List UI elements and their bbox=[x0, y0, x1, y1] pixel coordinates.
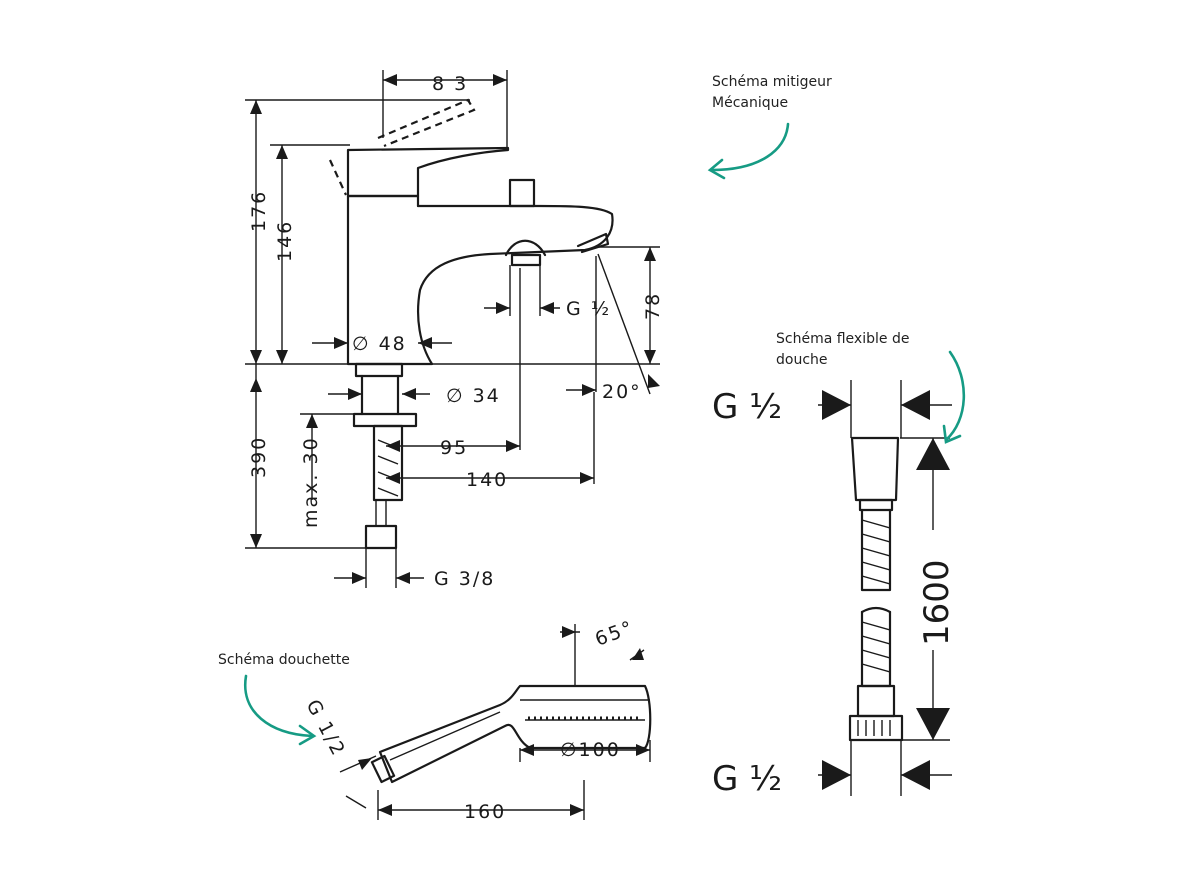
dim-angle65: 65° bbox=[592, 616, 637, 650]
note-mitigeur-line1: Schéma mitigeur bbox=[712, 74, 832, 90]
hand-shower-drawing: 65° G 1/2 ∅100 160 bbox=[302, 616, 652, 823]
dim-g-half-hose-bottom: G ½ bbox=[712, 759, 782, 799]
dim-1600: 1600 bbox=[917, 559, 957, 646]
dim-phi100: ∅100 bbox=[560, 739, 621, 761]
dim-95: 95 bbox=[440, 437, 468, 459]
hose-drawing: G ½ G ½ 1600 bbox=[712, 380, 957, 799]
dim-g-half-hose-top: G ½ bbox=[712, 387, 782, 427]
dim-max30: max. 30 bbox=[300, 436, 322, 528]
dim-146: 146 bbox=[274, 220, 296, 262]
dim-83: 8 3 bbox=[432, 73, 468, 95]
dim-phi48: ∅ 48 bbox=[352, 333, 407, 355]
dim-g12-hand: G 1/2 bbox=[302, 696, 350, 760]
note-flexible-line2: douche bbox=[776, 352, 828, 368]
dim-78: 78 bbox=[642, 292, 664, 320]
mixer-drawing: 8 3 176 146 78 G ½ ∅ 48 ∅ 34 20° 390 max… bbox=[245, 70, 664, 590]
annotation-notes: Schéma mitigeur Mécanique Schéma flexibl… bbox=[218, 74, 966, 746]
arrow-flexible-icon bbox=[944, 350, 966, 442]
dim-390: 390 bbox=[248, 436, 270, 478]
dim-phi34: ∅ 34 bbox=[446, 385, 501, 407]
note-douchette: Schéma douchette bbox=[218, 652, 350, 668]
arrow-douchette-icon bbox=[243, 674, 314, 738]
dim-g-half-mixer: G ½ bbox=[566, 298, 611, 320]
note-mitigeur-line2: Mécanique bbox=[712, 95, 788, 111]
dim-160: 160 bbox=[464, 801, 506, 823]
dim-176: 176 bbox=[248, 190, 270, 232]
arrow-mitigeur-icon bbox=[710, 122, 790, 172]
note-flexible-line1: Schéma flexible de bbox=[776, 331, 909, 347]
dim-angle20: 20° bbox=[602, 381, 642, 403]
dim-140: 140 bbox=[466, 469, 508, 491]
dim-g38: G 3/8 bbox=[434, 568, 495, 590]
